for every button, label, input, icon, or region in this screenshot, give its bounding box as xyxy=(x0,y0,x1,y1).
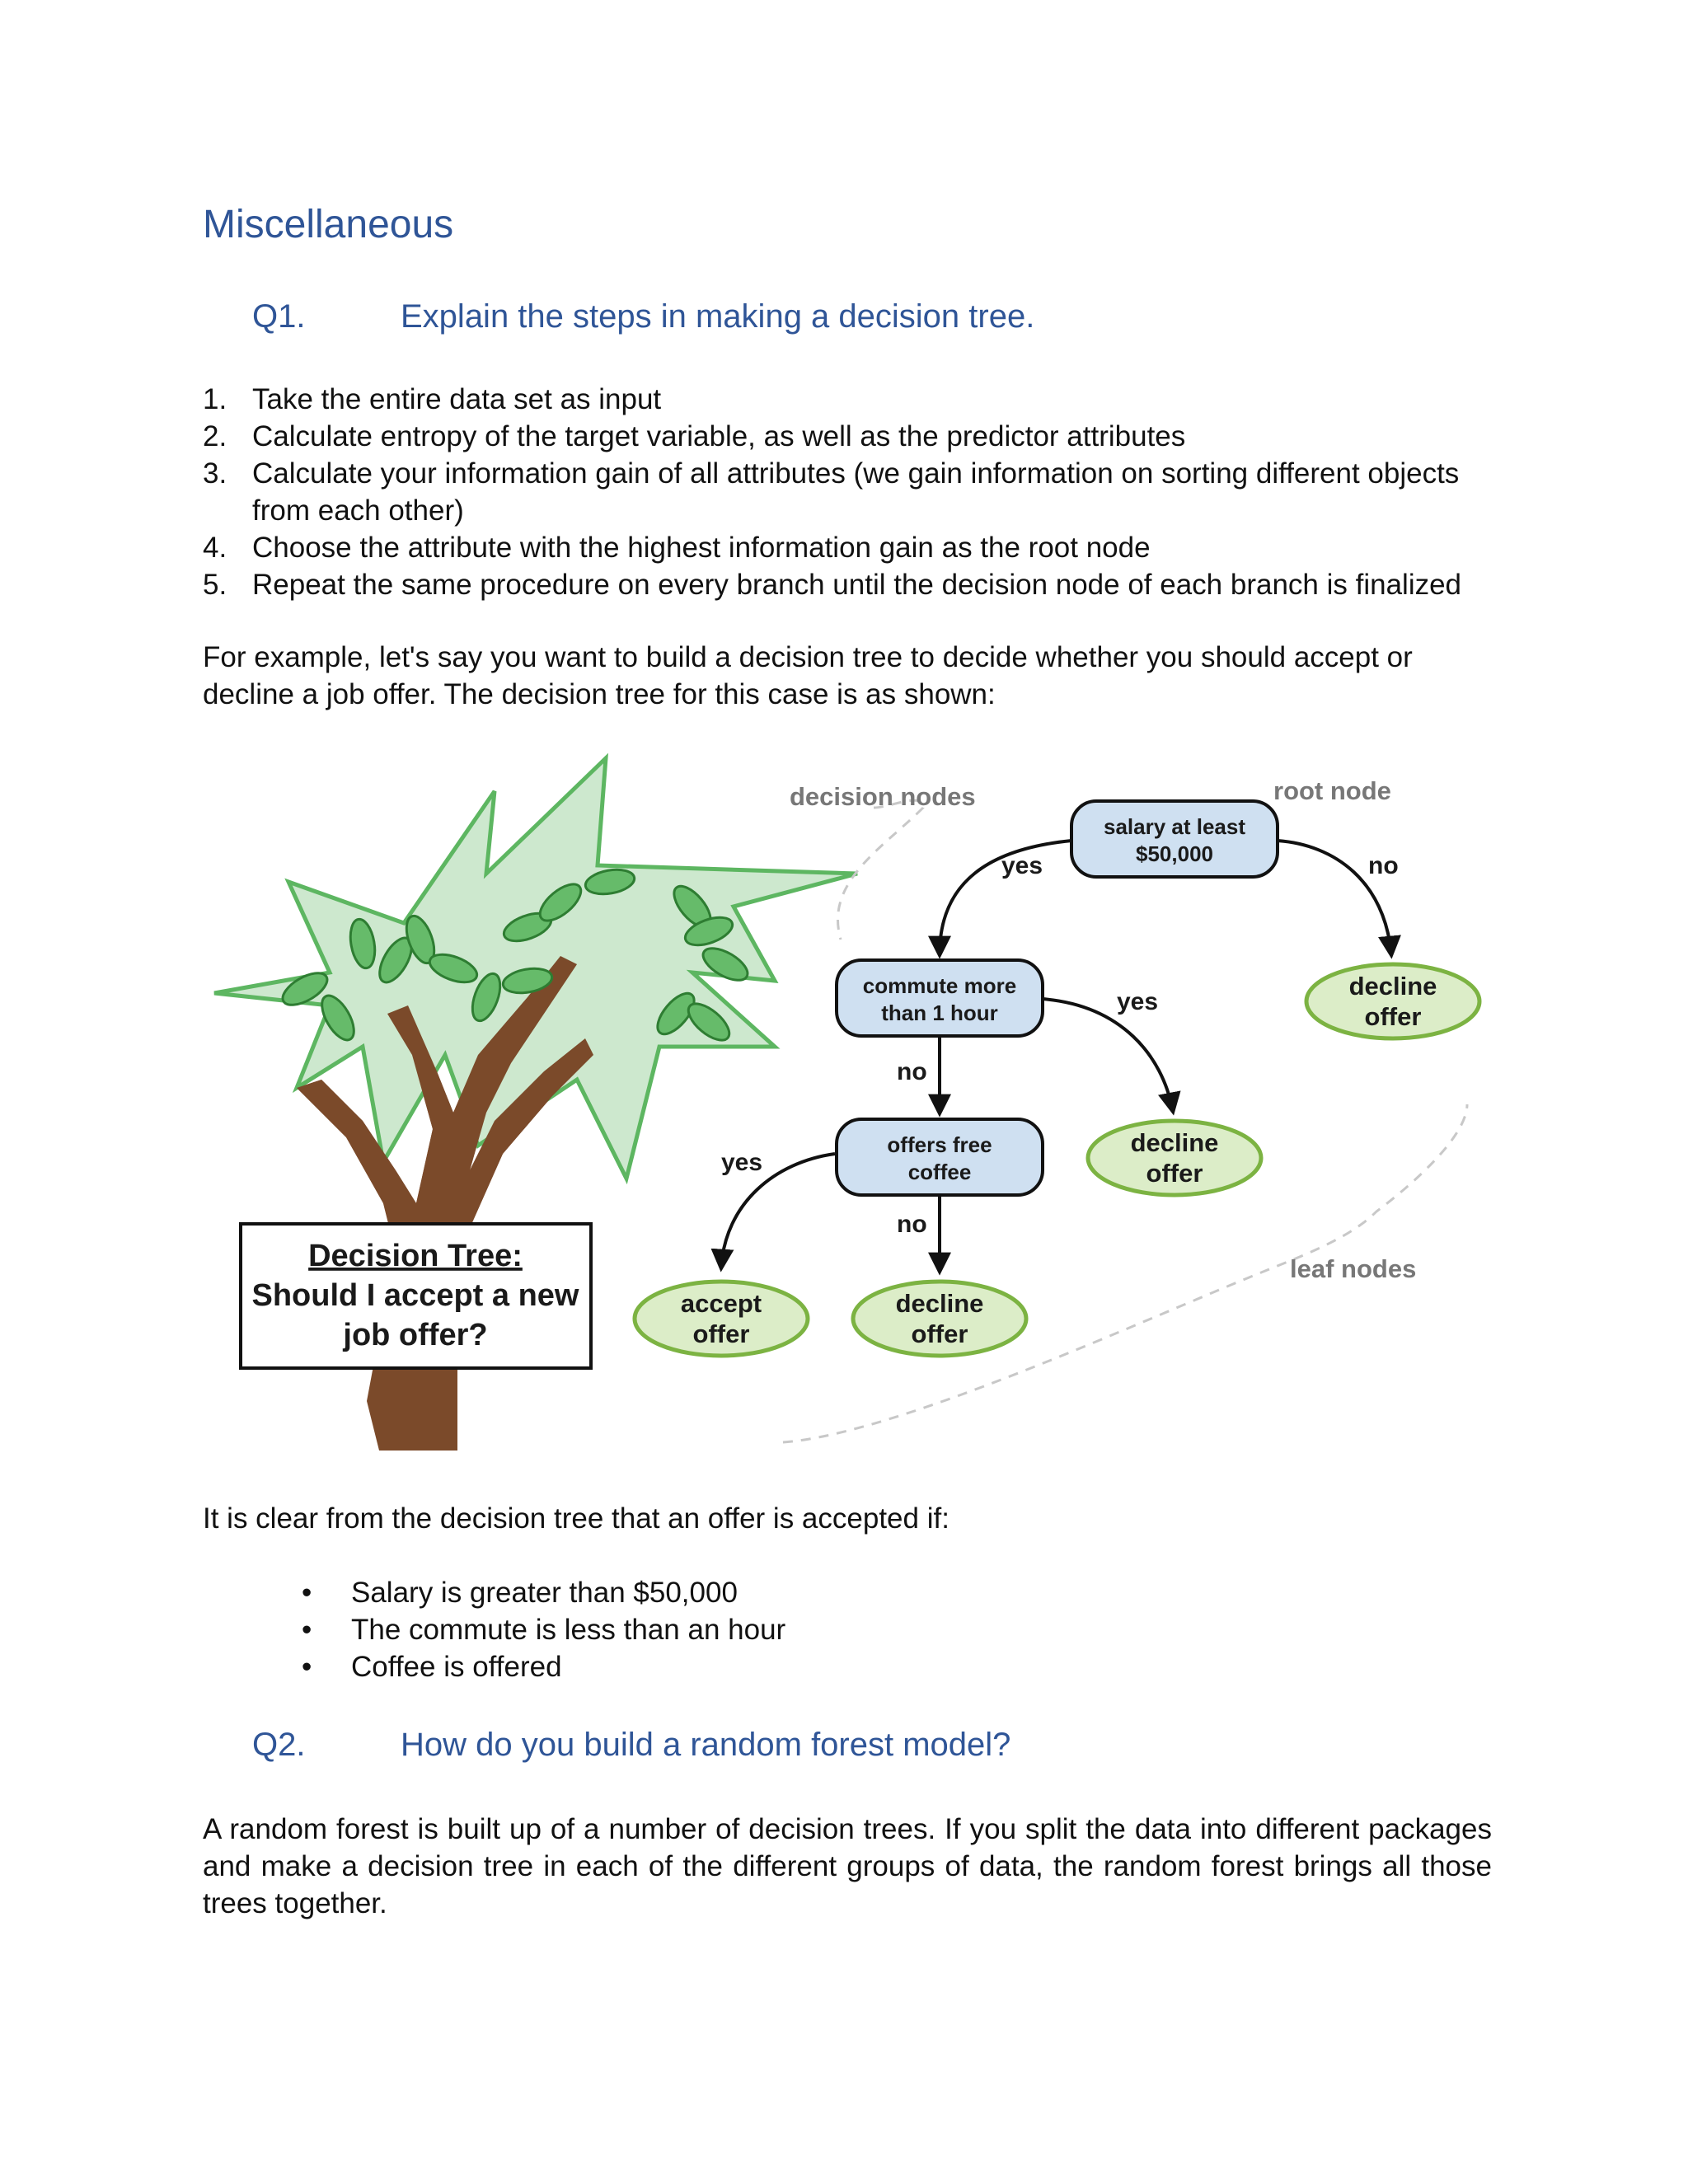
leaf-nodes-bracket xyxy=(782,1104,1469,1444)
edge-label-root-no: no xyxy=(1368,852,1399,879)
section-title: Miscellaneous xyxy=(203,203,454,246)
leaf-node-accept: accept offer xyxy=(632,1279,810,1358)
decision-nodes-bracket xyxy=(837,799,925,940)
step-text: Repeat the same procedure on every branc… xyxy=(252,569,1462,601)
edge-label-commute-no: no xyxy=(897,1058,927,1085)
leaf-label: decline xyxy=(1131,1128,1219,1157)
commute-node-line-1: commute more xyxy=(863,973,1016,998)
question-1-title: Explain the steps in making a decision t… xyxy=(401,298,1035,335)
leaf-nodes-label: leaf nodes xyxy=(1290,1254,1416,1283)
list-item: 3. Calculate your information gain of all… xyxy=(203,455,1497,529)
leaf-icons xyxy=(281,868,749,1042)
step-text: Take the entire data set as input xyxy=(252,383,662,415)
question-2-title: How do you build a random forest model? xyxy=(401,1727,1011,1763)
step-number: 4. xyxy=(203,532,227,564)
list-item: 4. Choose the attribute with the highest … xyxy=(203,529,1497,566)
edge-label-commute-yes: yes xyxy=(1117,988,1158,1015)
leaf-label: offer xyxy=(1365,1002,1422,1031)
step-number: 1. xyxy=(203,383,227,415)
question-2-number: Q2. xyxy=(252,1727,306,1763)
list-item: 1. Take the entire data set as input xyxy=(203,381,1497,418)
edge-label-coffee-yes: yes xyxy=(721,1149,762,1176)
decision-tree-figure: Decision Tree: Should I accept a new job… xyxy=(198,742,1500,1467)
tree-branches xyxy=(297,956,593,1319)
leaf-label: accept xyxy=(681,1289,762,1318)
decision-node-commute: commute more than 1 hour xyxy=(835,958,1044,1038)
commute-node-line-2: than 1 hour xyxy=(881,1001,998,1025)
decision-node-root: salary at least $50,000 xyxy=(1070,799,1279,879)
step-text: Choose the attribute with the highest in… xyxy=(252,532,1151,564)
bullet-text: Coffee is offered xyxy=(351,1651,562,1683)
random-forest-paragraph: A random forest is built up of a number … xyxy=(203,1813,1492,1919)
edge-coffee-yes xyxy=(710,1152,836,1272)
root-node-label: root node xyxy=(1273,776,1391,805)
decision-nodes-label: decision nodes xyxy=(790,782,976,811)
coffee-node-line-2: coffee xyxy=(908,1160,972,1184)
list-item: • The commute is less than an hour xyxy=(302,1611,785,1648)
step-number: 3. xyxy=(203,457,227,490)
sign-title: Decision Tree: xyxy=(308,1239,523,1273)
acceptance-bullets: • Salary is greater than $50,000 • The com… xyxy=(302,1574,785,1685)
list-item: • Salary is greater than $50,000 xyxy=(302,1574,785,1611)
bullet-icon: • xyxy=(302,1577,312,1609)
leaf-label: offer xyxy=(693,1319,750,1348)
leaf-label: decline xyxy=(896,1289,984,1318)
edge-label-root-yes: yes xyxy=(1001,852,1043,879)
question-2-heading: Q2. How do you build a random forest mode… xyxy=(252,1727,1010,1764)
leaf-label: offer xyxy=(1146,1159,1203,1188)
sign-board xyxy=(239,1222,593,1370)
sign-line-3: job offer? xyxy=(342,1318,487,1352)
list-item: 2. Calculate entropy of the target variab… xyxy=(203,418,1497,455)
question-1-number: Q1. xyxy=(252,298,306,335)
decision-tree-diagram: Decision Tree: Should I accept a new job… xyxy=(213,752,1482,1451)
bullet-icon: • xyxy=(302,1651,312,1683)
example-paragraph: For example, let's say you want to build… xyxy=(203,641,1413,710)
root-node-line-2: $50,000 xyxy=(1136,841,1213,866)
sign-line-2: Should I accept a new xyxy=(252,1278,579,1313)
step-number: 5. xyxy=(203,569,227,601)
question-1-heading: Q1. Explain the steps in making a decisio… xyxy=(252,298,1034,335)
bullet-text: Salary is greater than $50,000 xyxy=(351,1577,738,1609)
list-item: 5. Repeat the same procedure on every bra… xyxy=(203,566,1497,603)
decision-node-coffee: offers free coffee xyxy=(835,1118,1044,1197)
leaf-label: decline xyxy=(1349,972,1437,1001)
leaf-node-decline-salary: decline offer xyxy=(1304,962,1482,1041)
coffee-node-line-1: offers free xyxy=(887,1132,992,1157)
leaf-node-decline-commute: decline offer xyxy=(1085,1118,1264,1197)
edge-label-coffee-no: no xyxy=(897,1211,927,1238)
bullet-icon: • xyxy=(302,1614,312,1646)
steps-list: 1. Take the entire data set as input 2. Ca… xyxy=(203,381,1497,603)
step-number: 2. xyxy=(203,420,227,452)
leaf-label: offer xyxy=(912,1319,968,1348)
edge-root-no xyxy=(1277,839,1401,959)
bullet-text: The commute is less than an hour xyxy=(351,1614,786,1646)
edge-root-yes xyxy=(928,839,1072,959)
edge-commute-yes xyxy=(1042,997,1181,1116)
leaf-node-decline-coffee: decline offer xyxy=(851,1279,1029,1358)
list-item: • Coffee is offered xyxy=(302,1648,785,1685)
step-text: Calculate your information gain of all a… xyxy=(252,457,1460,527)
root-node-line-1: salary at least xyxy=(1104,814,1245,839)
conclusion-paragraph: It is clear from the decision tree that … xyxy=(203,1502,950,1535)
step-text: Calculate entropy of the target variable… xyxy=(252,420,1186,452)
